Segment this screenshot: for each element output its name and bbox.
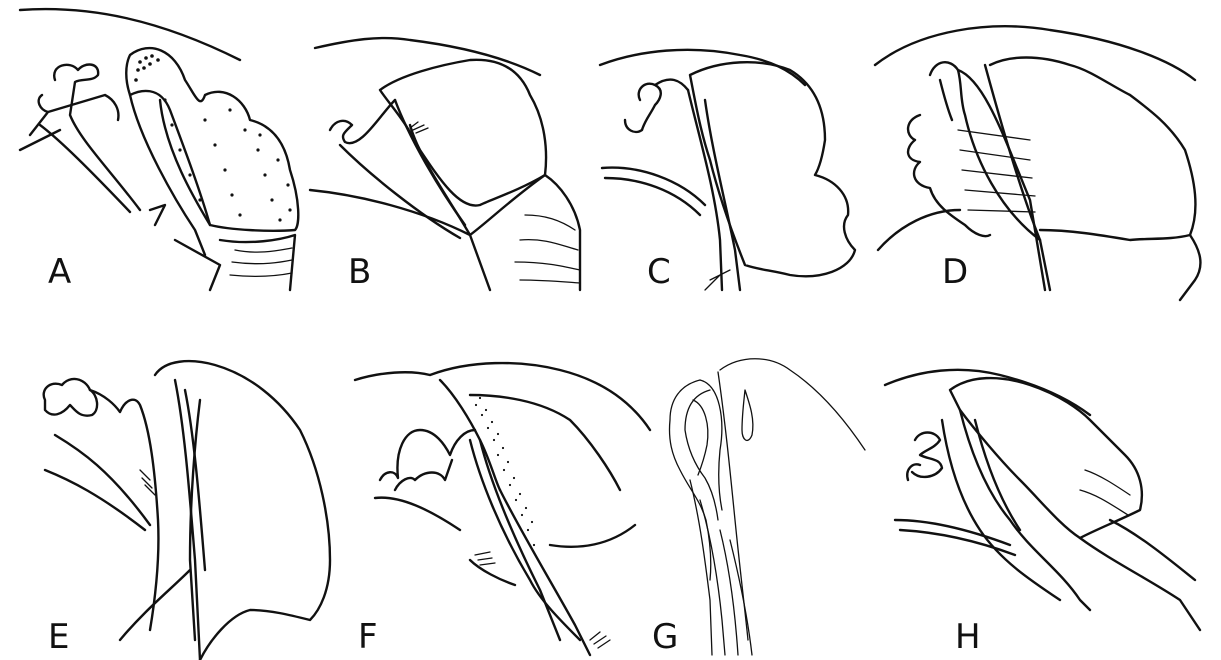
- panel-a-dot-texture: [134, 54, 291, 221]
- panel-a-drawing: [20, 9, 298, 290]
- panel-d-drawing: [875, 26, 1200, 300]
- panel-g-drawing: [669, 359, 865, 655]
- panel-label-b: B: [348, 255, 371, 289]
- panel-f-drawing: [355, 363, 650, 655]
- panel-h-drawing: [885, 370, 1200, 630]
- panel-label-e: E: [48, 620, 69, 654]
- panel-label-c: C: [647, 255, 671, 289]
- panel-label-h: H: [955, 620, 981, 654]
- panel-label-d: D: [942, 255, 968, 289]
- panel-e-drawing: [44, 361, 330, 660]
- panel-label-a: A: [48, 255, 71, 289]
- panel-c-drawing: [600, 50, 855, 290]
- panel-label-f: F: [358, 620, 378, 654]
- panel-label-g: G: [652, 620, 678, 654]
